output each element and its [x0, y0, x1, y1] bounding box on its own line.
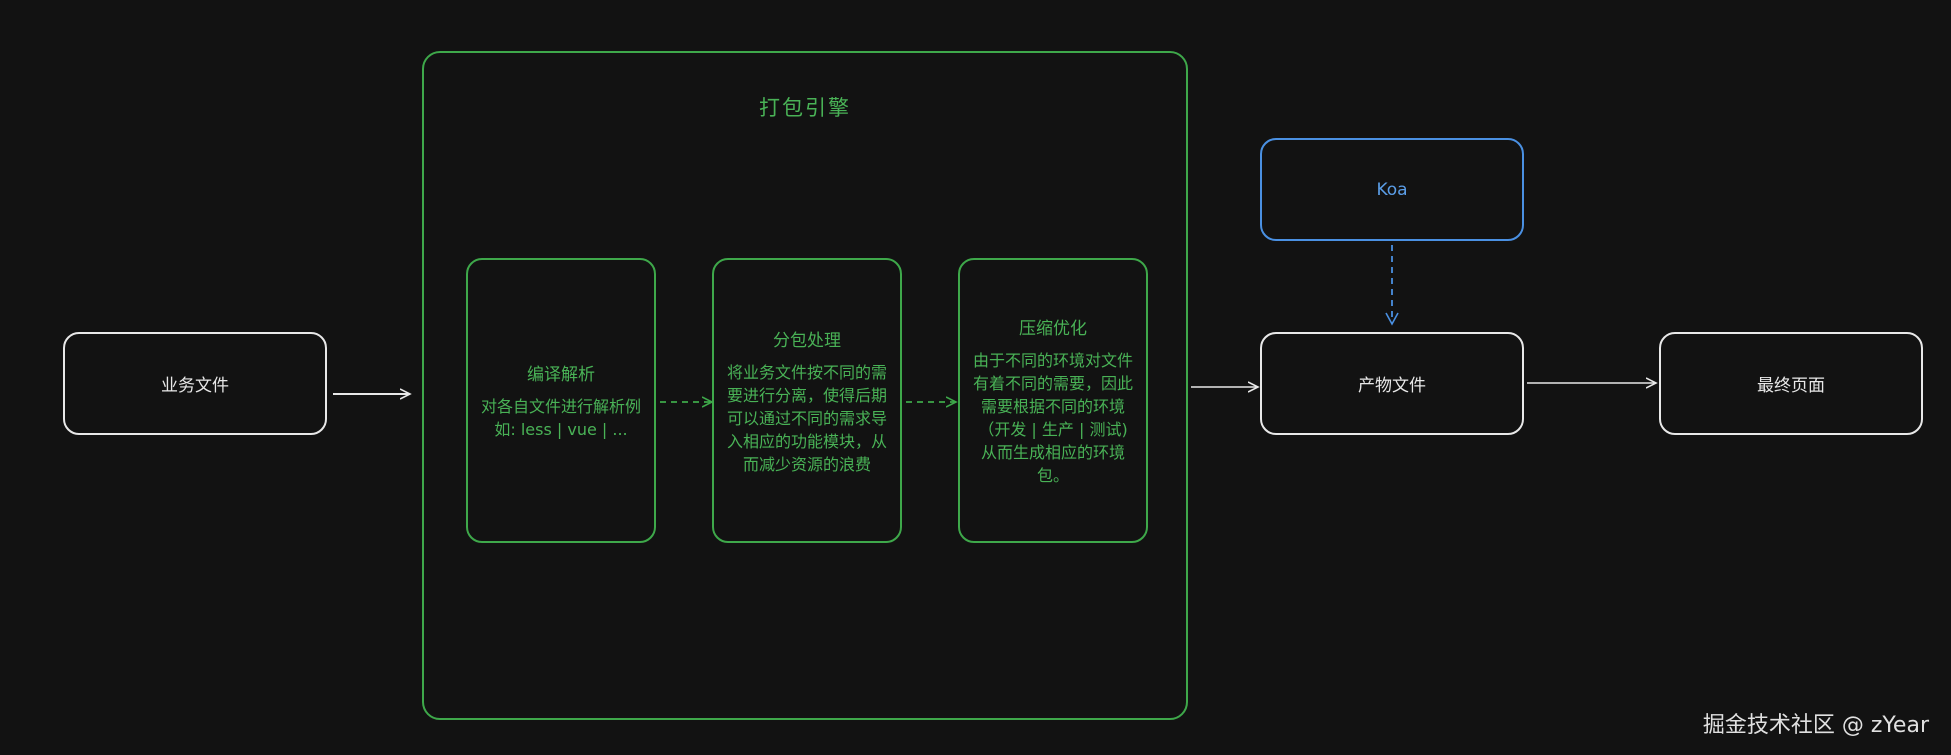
compile-step-title: 编译解析 — [527, 365, 595, 385]
final-page-label: 最终页面 — [1757, 376, 1825, 396]
packaging-engine-container — [422, 51, 1188, 720]
business-files-label: 业务文件 — [161, 376, 229, 396]
compress-step-node: 压缩优化 由于不同的环境对文件有着不同的需要，因此需要根据不同的环境（开发 | … — [958, 258, 1148, 543]
packaging-engine-title: 打包引擎 — [759, 96, 851, 120]
split-step-title: 分包处理 — [773, 330, 841, 351]
watermark: 掘金技术社区 @ zYear — [1702, 713, 1929, 738]
compile-step-desc: 对各自文件进行解析例如: less | vue | ... — [480, 397, 641, 439]
arrow-koa-head — [1385, 312, 1399, 326]
final-page-node: 最终页面 — [1659, 332, 1923, 435]
artifact-files-node: 产物文件 — [1260, 332, 1524, 435]
koa-label: Koa — [1376, 179, 1408, 200]
split-step-desc: 将业务文件按不同的需要进行分离，使得后期可以通过不同的需求导入相应的功能模块，从… — [726, 362, 887, 474]
compress-step-title: 压缩优化 — [1019, 319, 1087, 339]
split-step-node: 分包处理 将业务文件按不同的需要进行分离，使得后期可以通过不同的需求导入相应的功… — [712, 258, 902, 543]
compress-step-desc: 由于不同的环境对文件有着不同的需要，因此需要根据不同的环境（开发 | 生产 | … — [972, 351, 1133, 485]
koa-node: Koa — [1260, 138, 1524, 241]
artifact-files-label: 产物文件 — [1358, 376, 1426, 396]
business-files-node: 业务文件 — [63, 332, 327, 435]
compile-step-node: 编译解析 对各自文件进行解析例如: less | vue | ... — [466, 258, 656, 543]
